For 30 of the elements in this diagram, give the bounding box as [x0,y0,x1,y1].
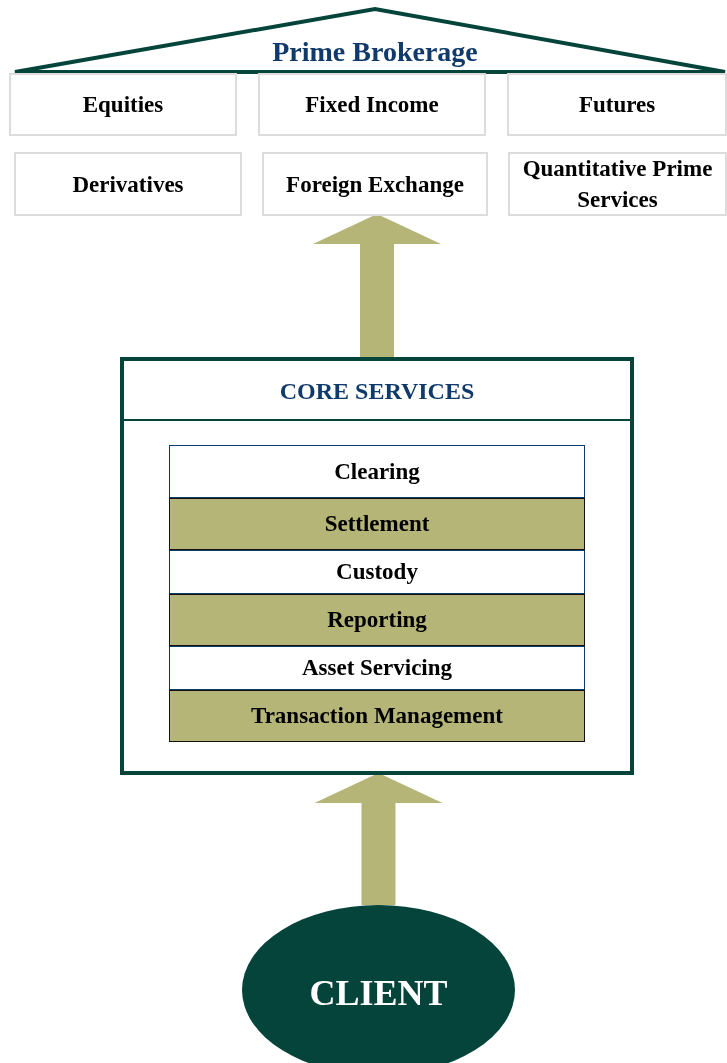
service-row [169,498,585,550]
row-label: Asset Servicing [300,654,454,682]
tile-label: Equities [81,91,165,119]
tile-label: Fixed Income [304,91,440,119]
block-arrow [313,214,441,357]
row-label: Custody [335,558,419,586]
block-arrow [314,773,443,905]
tile-label: Futures [577,91,657,119]
tile-label: Quantitative Prime Services [521,155,714,214]
row-label: Settlement [323,510,431,538]
row-label: Clearing [333,457,421,486]
service-tile [508,152,727,216]
roof-title: Prime Brokerage [271,36,479,68]
service-tile [9,73,237,136]
panel-title: CORE SERVICES [278,376,476,406]
row-label: Transaction Management [250,702,504,730]
client-label: CLIENT [308,972,449,1015]
row-label: Reporting [326,606,428,634]
service-row [169,445,585,498]
service-tile [507,73,727,136]
service-tile [258,73,486,136]
tile-label: Derivatives [71,170,185,199]
service-row [169,594,585,646]
service-row [169,690,585,742]
core-services-panel [120,357,634,775]
service-tile [262,152,488,216]
service-tile [14,152,242,216]
tile-label: Foreign Exchange [285,170,465,199]
service-row [169,646,585,690]
service-row [169,550,585,594]
